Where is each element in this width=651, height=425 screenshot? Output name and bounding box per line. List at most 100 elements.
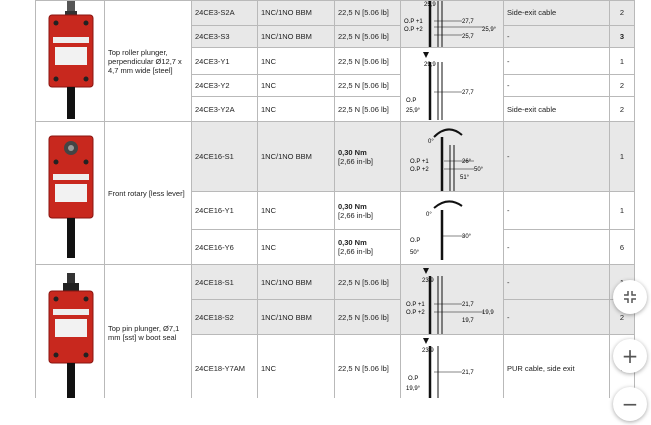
dia-label: O.P xyxy=(410,238,420,244)
contact-type: 1NC xyxy=(257,74,335,97)
dia-label: 21,7 xyxy=(462,302,474,308)
quantity: 1 xyxy=(609,121,635,192)
dia-label: O.P +1 xyxy=(410,159,429,165)
page-gap xyxy=(0,398,651,425)
table-row: Top pin plunger, Ø7,1 mm [sst] w boot se… xyxy=(35,264,635,402)
dia-label: O.P +2 xyxy=(404,27,423,33)
part-number: 24CE3-Y2A xyxy=(191,96,258,122)
fit-screen-button[interactable] xyxy=(613,280,647,314)
torque-value: 0,30 Nm xyxy=(338,147,367,157)
note: - xyxy=(503,229,610,265)
operating-torque: 0,30 Nm[2,66 in-lb] xyxy=(334,121,401,192)
dia-label: 23,9 xyxy=(422,278,434,284)
contact-type: 1NC xyxy=(257,334,335,402)
roller-plunger-switch-image xyxy=(35,0,105,122)
note: - xyxy=(503,24,610,49)
operating-force: 22,5 N [5.06 lb] xyxy=(334,299,401,335)
dia-label: 19,7 xyxy=(462,318,474,324)
table-row: Front rotary [less lever] 24CE16-S1 1NC/… xyxy=(35,121,635,265)
part-number: 24CE18-Y7AM xyxy=(191,334,258,402)
part-number: 24CE18-S2 xyxy=(191,299,258,335)
dia-label: 50° xyxy=(410,250,420,256)
torque-imperial: [2,66 in-lb] xyxy=(338,156,374,166)
note: - xyxy=(503,264,610,300)
part-number: 24CE3-S2A xyxy=(191,0,258,26)
dia-label: 21,7 xyxy=(462,370,474,376)
contact-type: 1NC/1NO BBM xyxy=(257,121,335,192)
dia-label: O.P xyxy=(406,98,416,104)
quantity: 1 xyxy=(609,191,635,230)
arrow-down-icon xyxy=(423,51,429,58)
zoom-in-button[interactable]: + xyxy=(613,339,647,373)
dia-label: 25,7 xyxy=(462,34,474,40)
torque-imperial: [2,66 in-lb] xyxy=(338,210,374,220)
operating-force: 22,5 N [5.06 lb] xyxy=(334,264,401,300)
pin-plunger-switch-image xyxy=(35,264,105,402)
operating-force: 22,5 N [5.06 lb] xyxy=(334,24,401,49)
contact-type: 1NC xyxy=(257,47,335,75)
torque-value: 0,30 Nm xyxy=(338,238,367,247)
product-description: Top roller plunger, perpendicular Ø12,7 … xyxy=(104,0,192,122)
product-table-sheet: Top roller plunger, perpendicular Ø12,7 … xyxy=(35,0,635,402)
part-number: 24CE3-Y1 xyxy=(191,47,258,75)
product-description: Front rotary [less lever] xyxy=(104,121,192,265)
note: - xyxy=(503,121,610,192)
dia-label: 19,9° xyxy=(406,386,421,392)
switch-spec-table: Top roller plunger, perpendicular Ø12,7 … xyxy=(35,0,635,402)
part-number: 24CE16-S1 xyxy=(191,121,258,192)
dia-label: 0° xyxy=(426,212,432,218)
note: - xyxy=(503,299,610,335)
part-number: 24CE16-Y6 xyxy=(191,229,258,265)
quantity: 3 xyxy=(609,24,635,49)
note: - xyxy=(503,191,610,230)
quantity: 2 xyxy=(609,74,635,97)
note: - xyxy=(503,47,610,75)
contact-type: 1NC/1NO BBM xyxy=(257,264,335,300)
table-row: Top roller plunger, perpendicular Ø12,7 … xyxy=(35,0,635,122)
fit-screen-icon xyxy=(624,291,636,303)
dia-label: 19,9 xyxy=(482,310,494,316)
travel-diagram: 25,9 O.P +1 O.P +2 27,7 25,7 25,9° xyxy=(400,0,504,48)
quantity: 2 xyxy=(609,0,635,26)
part-number: 24CE16-Y1 xyxy=(191,191,258,230)
operating-force: 22,5 N [5.06 lb] xyxy=(334,96,401,122)
contact-type: 1NC xyxy=(257,191,335,230)
operating-force: 22,5 N [5.06 lb] xyxy=(334,74,401,97)
arrow-down-icon xyxy=(423,338,429,344)
minus-icon: − xyxy=(621,392,639,416)
table-row: 24CE3-Y2 1NC 22,5 N [5.06 lb] - 2 xyxy=(36,74,635,97)
note: Side-exit cable xyxy=(503,0,610,26)
operating-force: 22,5 N [5.06 lb] xyxy=(334,47,401,75)
dia-label: 26° xyxy=(462,159,472,165)
contact-type: 1NC xyxy=(257,229,335,265)
operating-torque: 0,30 Nm[2,66 in-lb] xyxy=(334,229,401,265)
operating-force: 22,5 N [5.06 lb] xyxy=(334,0,401,26)
dia-label: 23,9 xyxy=(422,348,434,354)
dia-label: 27,7 xyxy=(462,90,474,96)
quantity: 2 xyxy=(609,96,635,122)
dia-label: 27,7 xyxy=(462,19,474,25)
travel-diagram: 23,9 O.P +1 O.P +2 21,7 19,9 19,7 xyxy=(400,264,504,335)
travel-diagram: 23,9 O.P 21,7 19,9° xyxy=(400,334,504,402)
quantity: 6 xyxy=(609,229,635,265)
dia-label: O.P xyxy=(408,376,418,382)
dia-label: 30° xyxy=(462,234,472,240)
zoom-out-button[interactable]: − xyxy=(613,387,647,421)
operating-force: 22,5 N [5.06 lb] xyxy=(334,334,401,402)
contact-type: 1NC/1NO BBM xyxy=(257,24,335,49)
contact-type: 1NC xyxy=(257,96,335,122)
dia-label: 25,9 xyxy=(424,2,436,8)
dia-label: 25,9° xyxy=(482,27,497,33)
quantity: 1 xyxy=(609,47,635,75)
plus-icon: + xyxy=(621,344,639,368)
table-row: 24CE18-S2 1NC/1NO BBM 22,5 N [5.06 lb] -… xyxy=(36,299,635,335)
dia-label: O.P +2 xyxy=(410,167,429,173)
travel-diagram: 29,9 27,7 O.P 25,9° xyxy=(400,47,504,122)
note: - xyxy=(503,74,610,97)
rotary-switch-image xyxy=(35,121,105,265)
rotation-arrow-icon xyxy=(433,200,463,209)
note: Side-exit cable xyxy=(503,96,610,122)
table-row: 24CE3-Y2A 1NC 22,5 N [5.06 lb] Side-exit… xyxy=(36,96,635,122)
table-row: 24CE16-Y6 1NC 0,30 Nm[2,66 in-lb] - 6 xyxy=(36,229,635,265)
table-row: 24CE3-S3 1NC/1NO BBM 22,5 N [5.06 lb] - … xyxy=(36,24,635,49)
